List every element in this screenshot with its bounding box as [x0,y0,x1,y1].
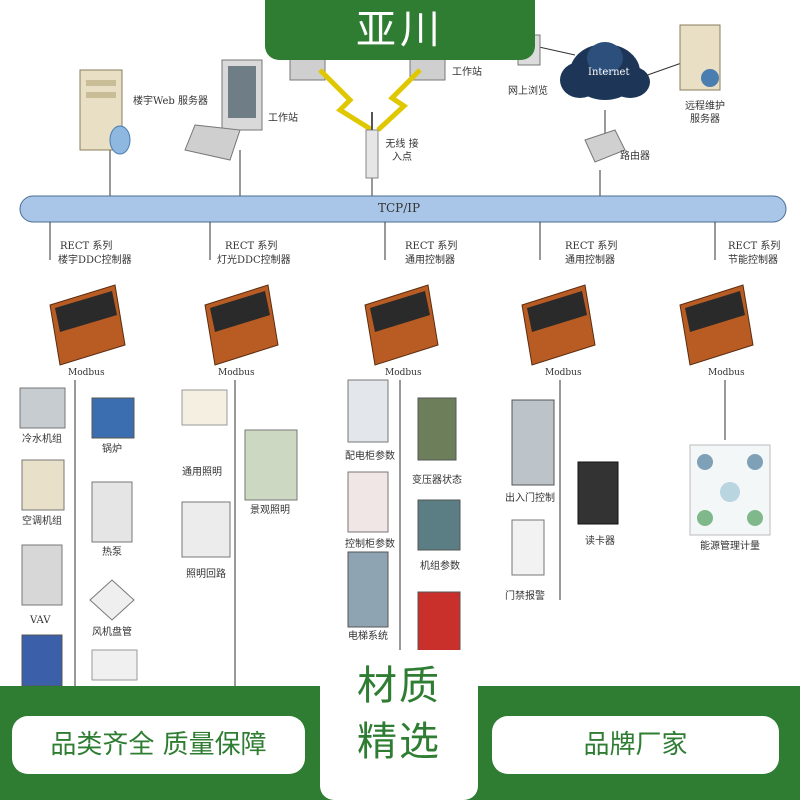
workstation-top-label: 工作站 [452,67,482,78]
controller-series-label: RECT 系列 [728,241,781,252]
landscape-lighting-icon [244,429,298,501]
modbus-label: Modbus [218,368,255,378]
workstation-icon [184,59,263,161]
device-label: 照明回路 [186,569,226,580]
diagram-graphics [19,24,787,686]
device-label: 电梯系统 [348,631,388,642]
heat-pump-icon [91,481,133,543]
bus-label: TCP/IP [378,201,421,215]
elevator-icon [347,551,389,628]
distribution-cabinet-icon [347,379,389,443]
vav-icon [21,544,63,606]
internet-label: Internet [588,67,630,78]
tcpip-bus [19,195,787,223]
device-label: 景观照明 [250,505,290,516]
controller-icon [204,284,279,366]
lamp-icon [181,389,228,426]
device-label: 出入门控制 [505,493,555,504]
web-server-label: 楼宇Web 服务器 [133,96,208,107]
controller-icon [521,284,596,366]
remote-server-icon [679,24,721,91]
heat-exchanger-icon [21,634,63,686]
pump-icon [417,591,461,653]
wireless-signal-icon [318,68,374,133]
internet-cloud-icon [560,42,650,100]
controller-icon [364,284,439,366]
card-reader-icon [577,461,619,525]
valves-icon [91,649,138,681]
web-server-icon [79,69,131,155]
modbus-label: Modbus [68,368,105,378]
controller-series-label: RECT 系列 [405,241,458,252]
device-label: 读卡器 [585,536,615,547]
wireless-signal-icon [376,68,422,132]
controller-icon [679,284,754,366]
wireless-ap-icon [365,112,379,179]
modbus-label: Modbus [708,368,745,378]
promo-center-text: 材质 精选 [320,658,478,770]
promo-left-pill: 品类齐全 质量保障 [12,716,305,774]
device-label: 热泵 [102,547,122,558]
transformer-icon [417,397,457,461]
promo-center-box [320,650,478,800]
device-label: 锅炉 [102,444,122,455]
controller-series-label: RECT 系列 [60,241,113,252]
remote-server-label: 远程维护 服务器 [685,101,725,125]
system-diagram: 楼宇Web 服务器 工作站 工作站 无线 接入点 网上浏览 Internet 路… [19,24,787,686]
modbus-label: Modbus [385,368,422,378]
chiller-icon [19,387,66,429]
controller-name-label: 节能控制器 [728,255,778,266]
door-icon [511,399,555,486]
unit-icon [417,499,461,551]
brand-title: 亚川 [265,0,535,60]
controller-name-label: 通用控制器 [565,255,615,266]
device-label: 变压器状态 [412,475,462,486]
boiler-icon [91,397,135,439]
controller-name-label: 楼宇DDC控制器 [58,255,132,266]
promo-center-line1: 材质 [357,663,441,709]
device-label: 门禁报警 [505,591,545,602]
modbus-label: Modbus [545,368,582,378]
ahu-icon [21,459,65,511]
controller-icon [49,284,126,366]
device-label: 通用照明 [182,467,222,478]
controller-name-label: 灯光DDC控制器 [217,255,291,266]
promo-right-pill: 品牌厂家 [492,716,779,774]
controller-series-label: RECT 系列 [565,241,618,252]
router-label: 路由器 [620,151,650,162]
energy-metering-icon [689,444,771,536]
door-alarm-icon [511,519,545,576]
device-label: 风机盘管 [92,627,132,638]
device-label: 能源管理计量 [700,541,760,552]
controller-name-label: 通用控制器 [405,255,455,266]
control-cabinet-icon [347,471,389,533]
device-label: 配电柜参数 [345,451,395,462]
workstation-label: 工作站 [268,113,298,124]
fan-coil-icon [89,579,135,621]
device-label: 控制柜参数 [345,539,395,550]
router-icon [584,129,626,163]
lighting-circuit-icon [181,501,231,558]
device-label: 冷水机组 [22,434,62,445]
device-label: 空调机组 [22,516,62,527]
wireless-ap-label: 无线 接入点 [385,139,419,163]
web-browse-label: 网上浏览 [508,86,548,97]
promo-center-line2: 精选 [357,719,441,765]
device-label: 机组参数 [420,561,460,572]
controller-series-label: RECT 系列 [225,241,278,252]
device-label: VAV [30,615,51,626]
